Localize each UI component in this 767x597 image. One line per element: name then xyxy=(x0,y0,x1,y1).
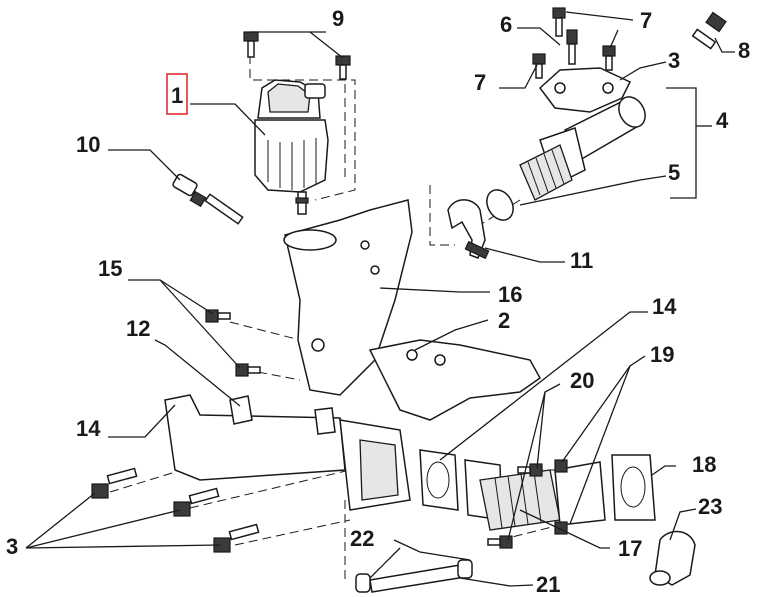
callout-14-right: 14 xyxy=(652,294,677,319)
bellows-part-5 xyxy=(486,144,573,221)
callout-14-left: 14 xyxy=(76,416,101,441)
callout-8: 8 xyxy=(738,38,750,63)
leader-lines xyxy=(25,11,735,587)
callout-6: 6 xyxy=(500,12,512,37)
bolts-part-3 xyxy=(91,467,260,553)
clamp-part-11 xyxy=(447,199,490,260)
callout-18: 18 xyxy=(692,452,716,477)
callout-17: 17 xyxy=(618,536,642,561)
housing-part-16 xyxy=(283,199,413,396)
screws-part-9 xyxy=(243,31,351,80)
bolts-part-15 xyxy=(205,309,261,377)
bushings-part-22 xyxy=(355,559,473,593)
flange-part-3-top xyxy=(538,67,632,113)
callout-21: 21 xyxy=(536,572,560,597)
callout-7-top: 7 xyxy=(640,8,652,33)
egr-valve-part-1 xyxy=(254,79,329,215)
callout-22: 22 xyxy=(350,526,374,551)
callout-3-bottom: 3 xyxy=(6,534,18,559)
callout-5: 5 xyxy=(668,160,680,185)
stud-part-6 xyxy=(566,29,578,65)
highlight-box-callout-1 xyxy=(166,73,188,115)
callout-11: 11 xyxy=(570,248,593,273)
bolt-part-8 xyxy=(691,11,727,50)
bracket-part-2 xyxy=(368,339,541,421)
callout-20: 20 xyxy=(570,368,594,393)
bolts-part-20 xyxy=(487,463,543,549)
callout-3-top: 3 xyxy=(668,48,680,73)
callout-16: 16 xyxy=(498,282,522,307)
sensor-part-10 xyxy=(172,173,244,225)
gasket-part-18 xyxy=(611,454,656,521)
callout-7-left: 7 xyxy=(474,70,486,95)
egr-cooler-part-14 xyxy=(164,394,411,511)
callout-19: 19 xyxy=(650,342,674,367)
callout-10: 10 xyxy=(76,132,100,157)
pipe-part-21 xyxy=(369,564,467,593)
callout-1: 1 xyxy=(171,83,183,108)
callout-23: 23 xyxy=(698,494,722,519)
callout-15: 15 xyxy=(98,256,122,281)
callout-12: 12 xyxy=(126,316,150,341)
callout-9: 9 xyxy=(332,6,344,31)
bellows-part-17 xyxy=(479,461,606,531)
bolts-part-7 xyxy=(532,7,616,79)
callout-2: 2 xyxy=(498,308,510,333)
callout-4: 4 xyxy=(716,108,729,133)
callout-labels: 1 2 3 3 4 5 6 7 7 8 9 10 11 12 14 14 15 … xyxy=(6,6,750,597)
fitting-part-23 xyxy=(649,530,696,586)
